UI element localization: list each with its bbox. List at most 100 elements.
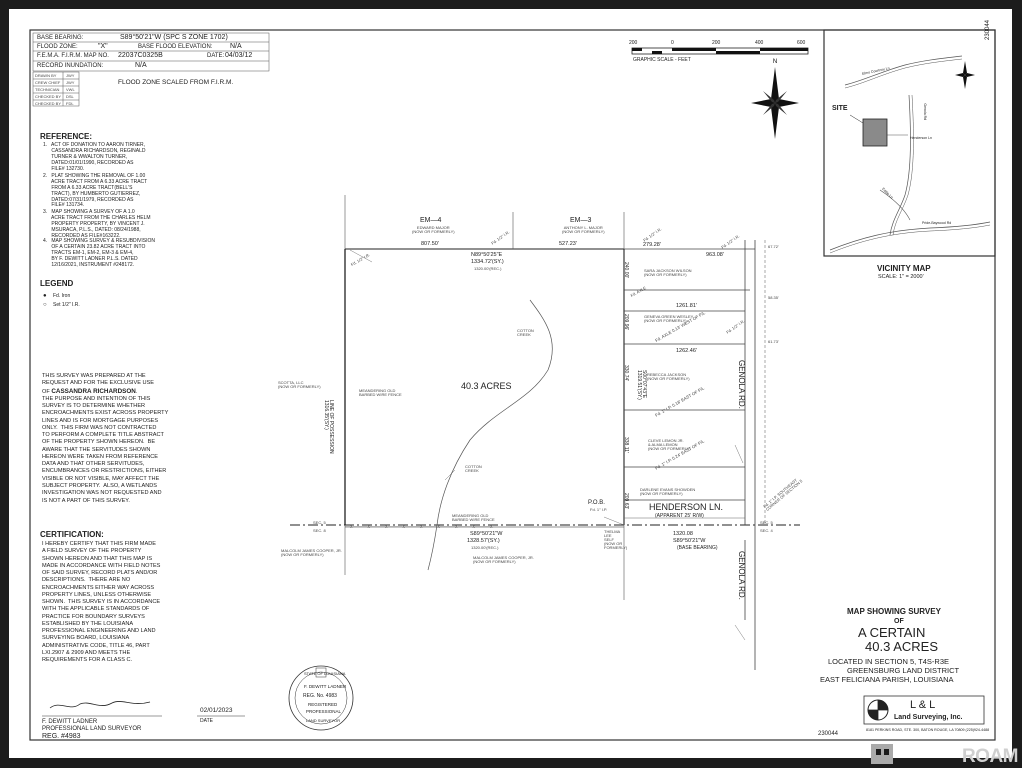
reference-heading: REFERENCE: [40, 132, 93, 141]
owner-em3: ANTHONY L. MAJOR (NOW OR FORMERLY) [562, 225, 605, 234]
survey-note: THIS SURVEY WAS PREPARED AT THE REQUEST … [42, 373, 168, 505]
staff-initials: JWY [66, 73, 75, 78]
title-block-table [32, 32, 270, 107]
firm-date-value: 04/03/12 [225, 52, 253, 59]
right-dim: 67.72' [768, 244, 779, 249]
map-title-l5: LOCATED IN SECTION 5, T4S-R3E [828, 657, 949, 666]
tract-em4: EM—4 [420, 217, 442, 224]
seal-state: STATE OF LOUISIANA [304, 671, 346, 676]
map-title-l3: A CERTAIN [858, 625, 926, 640]
staff-role: CREW CHIEF [35, 80, 61, 85]
genola-rd-label-top: GENOLA RD. [737, 360, 746, 409]
bearing-top: N89°50'25"E [471, 252, 503, 258]
base-bearing-value: S89°50'21"W (SPC S ZONE 1702) [120, 34, 228, 41]
company-name: L & L [910, 699, 936, 711]
creek-label-bottom: COTTON CREEK [465, 464, 482, 473]
surveyor-reg: REG. #4983 [42, 733, 81, 740]
surveyor-name: F. DEWITT LADNER [42, 719, 98, 725]
west-line-label: LINE OF POSSESSION 1316.35'(SY.) [323, 400, 334, 454]
vicinity-site-label: SITE [832, 105, 848, 112]
map-title-l2: OF [894, 618, 904, 625]
bearing-bottom-distance: 1328.57'(SY.) [467, 538, 500, 544]
firm-value: 22037C0325B [118, 52, 163, 59]
depth-330: 330.74' [623, 365, 629, 382]
section-label: SEC. 5 [760, 520, 773, 525]
bearing-bottom-record: 1320.00'(REC.) [471, 545, 499, 550]
date-label: DATE: [207, 53, 225, 59]
owner-em4: EDWARD MAJOR (NOW OR FORMERLY) [412, 225, 455, 234]
lot-owner: CLEVE LEMON JR. & ALMA LEMON (NOW OR FOR… [648, 438, 691, 451]
fence-marks: —x———x———x———x———x———x———x———x———x [345, 524, 493, 530]
creek-label-top: COTTON CREEK [517, 328, 534, 337]
right-dim: 58.35' [768, 295, 779, 300]
map-title-l7: EAST FELICIANA PARISH, LOUISIANA [820, 675, 954, 684]
flood-zone-value: "X" [98, 43, 108, 50]
dim-279: 279.28' [643, 242, 661, 248]
site-marker [862, 118, 888, 147]
dim-1261: 1261.81' [676, 303, 697, 309]
svg-text:N: N [773, 59, 777, 65]
bearing-top-distance: 1334.72'(SY.) [471, 259, 504, 265]
lot-owner: SARA JACKSON WILSON (NOW OR FORMERLY) [644, 268, 692, 277]
client-name: CASSANDRA RICHARDSON [51, 387, 136, 395]
surveyor-seal [288, 665, 354, 731]
survey-note-body: . THE PURPOSE AND INTENTION OF THIS SURV… [42, 388, 169, 504]
staff-initials: FDL [66, 101, 74, 106]
certification-text: I HEREBY CERTIFY THAT THIS FIRM MADE A F… [42, 541, 161, 664]
map-title-l1: MAP SHOWING SURVEY [847, 607, 941, 616]
lot-owner: DARLENE EVANS SHOWDEN (NOW OR FORMERLY) [640, 487, 696, 496]
base-bearing-label: BASE BEARING: [37, 35, 84, 41]
flood-zone-note: FLOOD ZONE SCALED FROM F.I.R.M. [118, 79, 234, 86]
survey-note-prefix: THIS SURVEY WAS PREPARED AT THE REQUEST … [42, 373, 155, 395]
firm-label: F.E.M.A. F.I.R.M. MAP NO. [37, 53, 109, 59]
vicinity-road: Pride-Baywood Rd [922, 221, 952, 225]
staff-role: CHECKED BY [35, 94, 62, 99]
fence-note-south: MEANDERING OLD BARBED WIRE FENCE [452, 513, 495, 522]
right-dim: 61.73' [768, 339, 779, 344]
flood-zone-label: FLOOD ZONE: [37, 44, 78, 50]
legend-item: Fd. Iron [53, 293, 71, 299]
dim-963: 963.08' [706, 252, 724, 258]
company-logo [863, 695, 985, 725]
scale-tick: 600 [797, 40, 806, 46]
thelma-owner: THELMA LEE SELF (NOW OR FORMERLY) [604, 529, 628, 550]
bearing-bottom: S89°50'21"W [470, 531, 503, 537]
scale-label: GRAPHIC SCALE - FEET [633, 57, 691, 63]
bfe-value: N/A [230, 43, 242, 50]
watermark-house-icon [871, 744, 893, 764]
depth-338: 338.11' [623, 437, 629, 453]
surveyor-title: PROFESSIONAL LAND SURVEYOR [42, 726, 142, 732]
section-label: SEC. 4 [760, 528, 773, 533]
legend-circle-icon: ○ [43, 302, 47, 308]
reference-item: 4. MAP SHOWING SURVEY & RESUBDIVISION OF… [43, 238, 155, 268]
map-title-l6: GREENSBURG LAND DISTRICT [847, 666, 960, 675]
graphic-scale-bar [631, 47, 809, 55]
vicinity-title: VICINITY MAP [877, 264, 931, 273]
east-line-label: S00°07'43"E 1319.51'(SY.) [636, 370, 647, 400]
henderson-ln-label: HENDERSON LN. [649, 502, 724, 512]
seal-professional: PROFESSIONAL [306, 709, 342, 714]
reference-item: 2. PLAT SHOWING THE REMOVAL OF 1.00 ACRE… [43, 173, 148, 209]
company-sub: Land Surveying, Inc. [894, 714, 963, 721]
staff-role: TECHNICIAN [35, 87, 60, 92]
certification-heading: CERTIFICATION: [40, 530, 104, 539]
pob-fd: Fd. 1" I.P. [590, 507, 608, 512]
base-bearing-plat: S89°50'21"W [673, 538, 706, 544]
paper [9, 9, 1012, 758]
staff-initials: DSL [66, 94, 74, 99]
seal-reg: REG. No. 4983 [303, 693, 337, 699]
depth-240: 240.00' [623, 262, 629, 279]
dim-1262: 1262.46' [676, 348, 697, 354]
signature-date-label: DATE [200, 718, 213, 724]
seal-registered: REGISTERED [308, 702, 338, 707]
staff-initials: VWL [66, 87, 75, 92]
henderson-rw: (APPARENT 25' R/W) [655, 513, 704, 519]
base-bearing-distance: 1320.08 [673, 531, 693, 537]
reference-item: 1. ACT OF DONATION TO AARON TIRNER, CASS… [43, 142, 146, 172]
bearing-top-record: 1320.00'(REC.) [474, 266, 502, 271]
dim-807: 807.50' [421, 241, 439, 247]
seal-name: F. DEWITT LADNER [304, 684, 347, 689]
scotta-owner: SCOTTA, LLC (NOW OR FORMERLY) [278, 380, 321, 389]
